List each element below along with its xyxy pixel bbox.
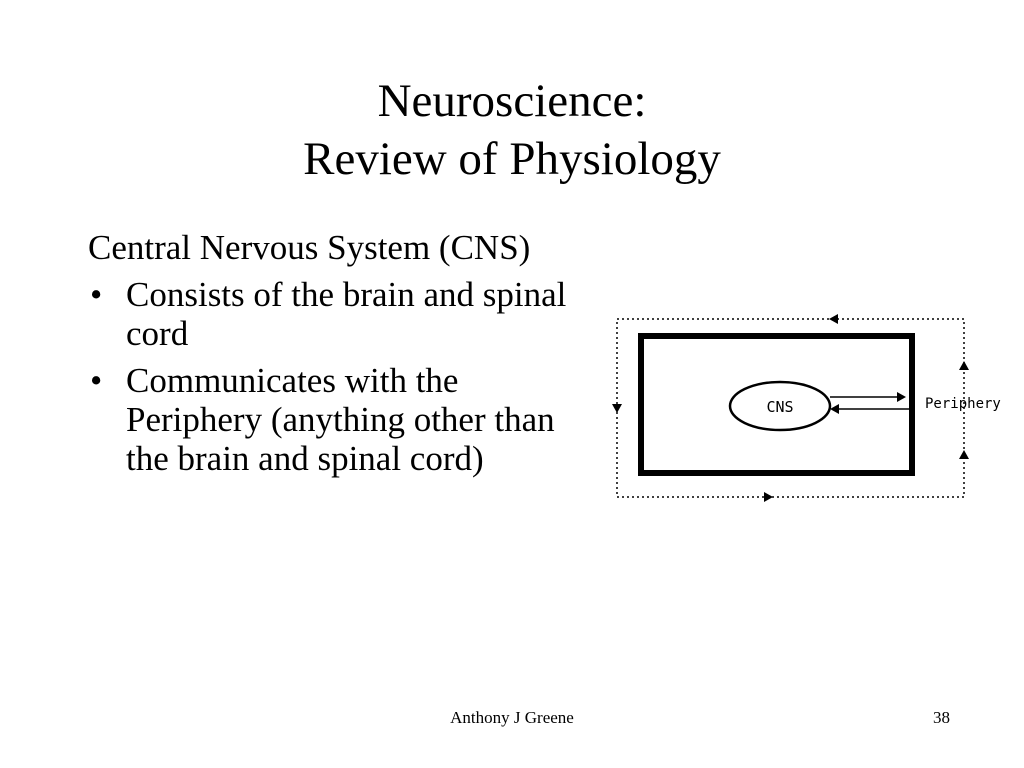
bullet-dot-icon: •: [90, 275, 103, 314]
slide-title: Neuroscience: Review of Physiology: [0, 72, 1024, 188]
loop-arrow-bottom-icon: [764, 492, 773, 502]
bullet-item-communicates: • Communicates with the Periphery (anyth…: [88, 361, 568, 478]
bullet-dot-icon: •: [90, 361, 103, 400]
bullet-item-consists: • Consists of the brain and spinal cord: [88, 275, 568, 353]
periphery-label: Periphery: [925, 396, 1001, 412]
loop-arrow-right-lower-icon: [959, 450, 969, 459]
cns-periphery-diagram: CNS Periphery: [612, 314, 1001, 502]
incoming-arrow-head-icon: [830, 404, 839, 414]
footer-page-number: 38: [933, 708, 950, 727]
loop-arrow-top-icon: [829, 314, 838, 324]
slide-title-line-1: Neuroscience:: [377, 75, 647, 127]
slide-body: Central Nervous System (CNS) • Consists …: [88, 228, 568, 486]
bullet-list: • Consists of the brain and spinal cord …: [88, 275, 568, 478]
bullet-text-consists: Consists of the brain and spinal cord: [126, 275, 567, 353]
loop-arrow-right-upper-icon: [959, 361, 969, 370]
loop-arrow-left-icon: [612, 404, 622, 413]
body-box: [638, 333, 915, 476]
slide-title-line-2: Review of Physiology: [303, 133, 721, 185]
bullet-text-communicates: Communicates with the Periphery (anythin…: [126, 361, 555, 478]
outgoing-arrow-head-icon: [897, 392, 906, 402]
cns-heading: Central Nervous System (CNS): [88, 228, 531, 267]
cns-ellipse: [728, 380, 832, 432]
footer-author: Anthony J Greene: [450, 708, 574, 727]
cns-label: CNS: [766, 398, 793, 416]
